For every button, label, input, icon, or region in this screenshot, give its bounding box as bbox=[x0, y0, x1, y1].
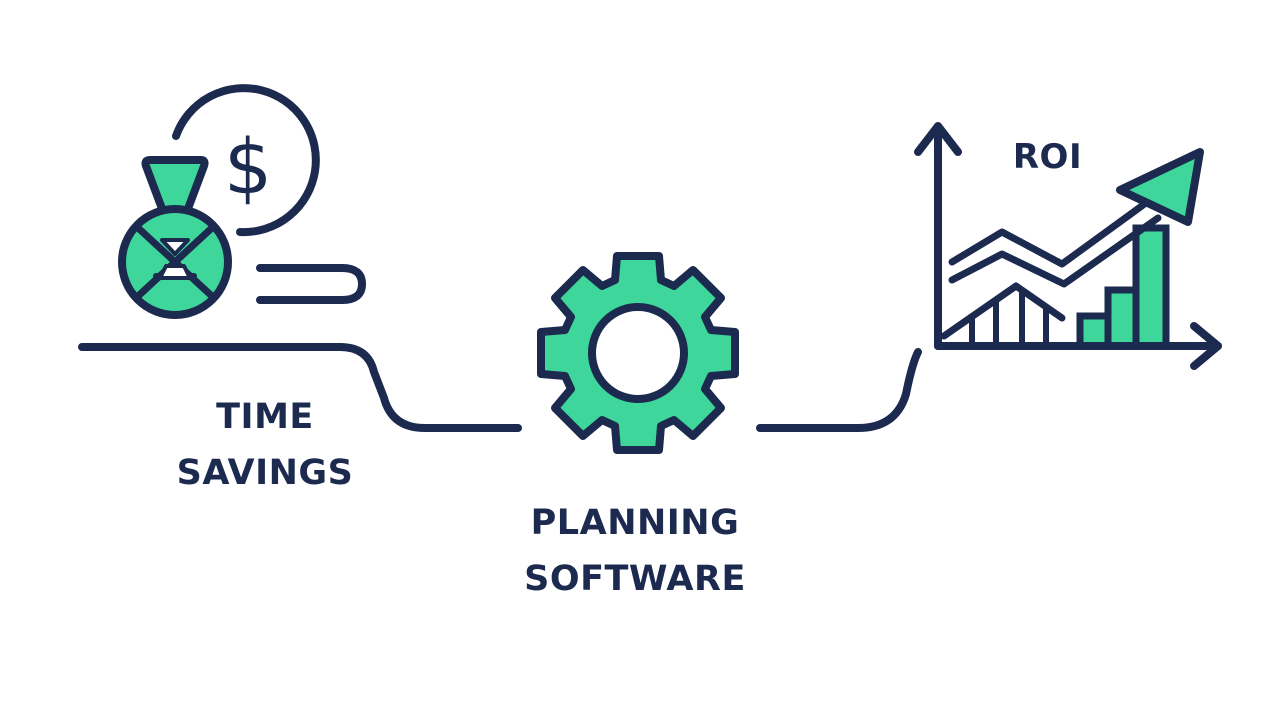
planning-software-label-line2: SOFTWARE bbox=[524, 559, 746, 599]
trend-arrow-icon bbox=[1116, 148, 1204, 226]
flow-path-right bbox=[756, 348, 922, 432]
time-savings-label-line2: SAVINGS bbox=[176, 453, 354, 493]
chart-line-upper bbox=[948, 196, 1154, 268]
growth-chart-icon bbox=[914, 122, 1222, 370]
gear-icon bbox=[537, 252, 739, 454]
chart-bar bbox=[1104, 286, 1140, 350]
svg-text:$: $ bbox=[224, 122, 272, 211]
flow-path-left bbox=[78, 343, 522, 432]
planning-software-label-line1: PLANNING bbox=[530, 503, 740, 543]
roi-label: ROI bbox=[1012, 137, 1083, 177]
speed-lines-icon bbox=[256, 264, 366, 304]
dollar-icon: $ bbox=[172, 84, 320, 237]
chart-line-middle bbox=[948, 214, 1162, 288]
time-savings-label-line1: TIME bbox=[216, 397, 314, 437]
chart-bar bbox=[1132, 224, 1170, 350]
money-bag-icon bbox=[118, 156, 232, 319]
chart-bar bbox=[1076, 312, 1112, 350]
